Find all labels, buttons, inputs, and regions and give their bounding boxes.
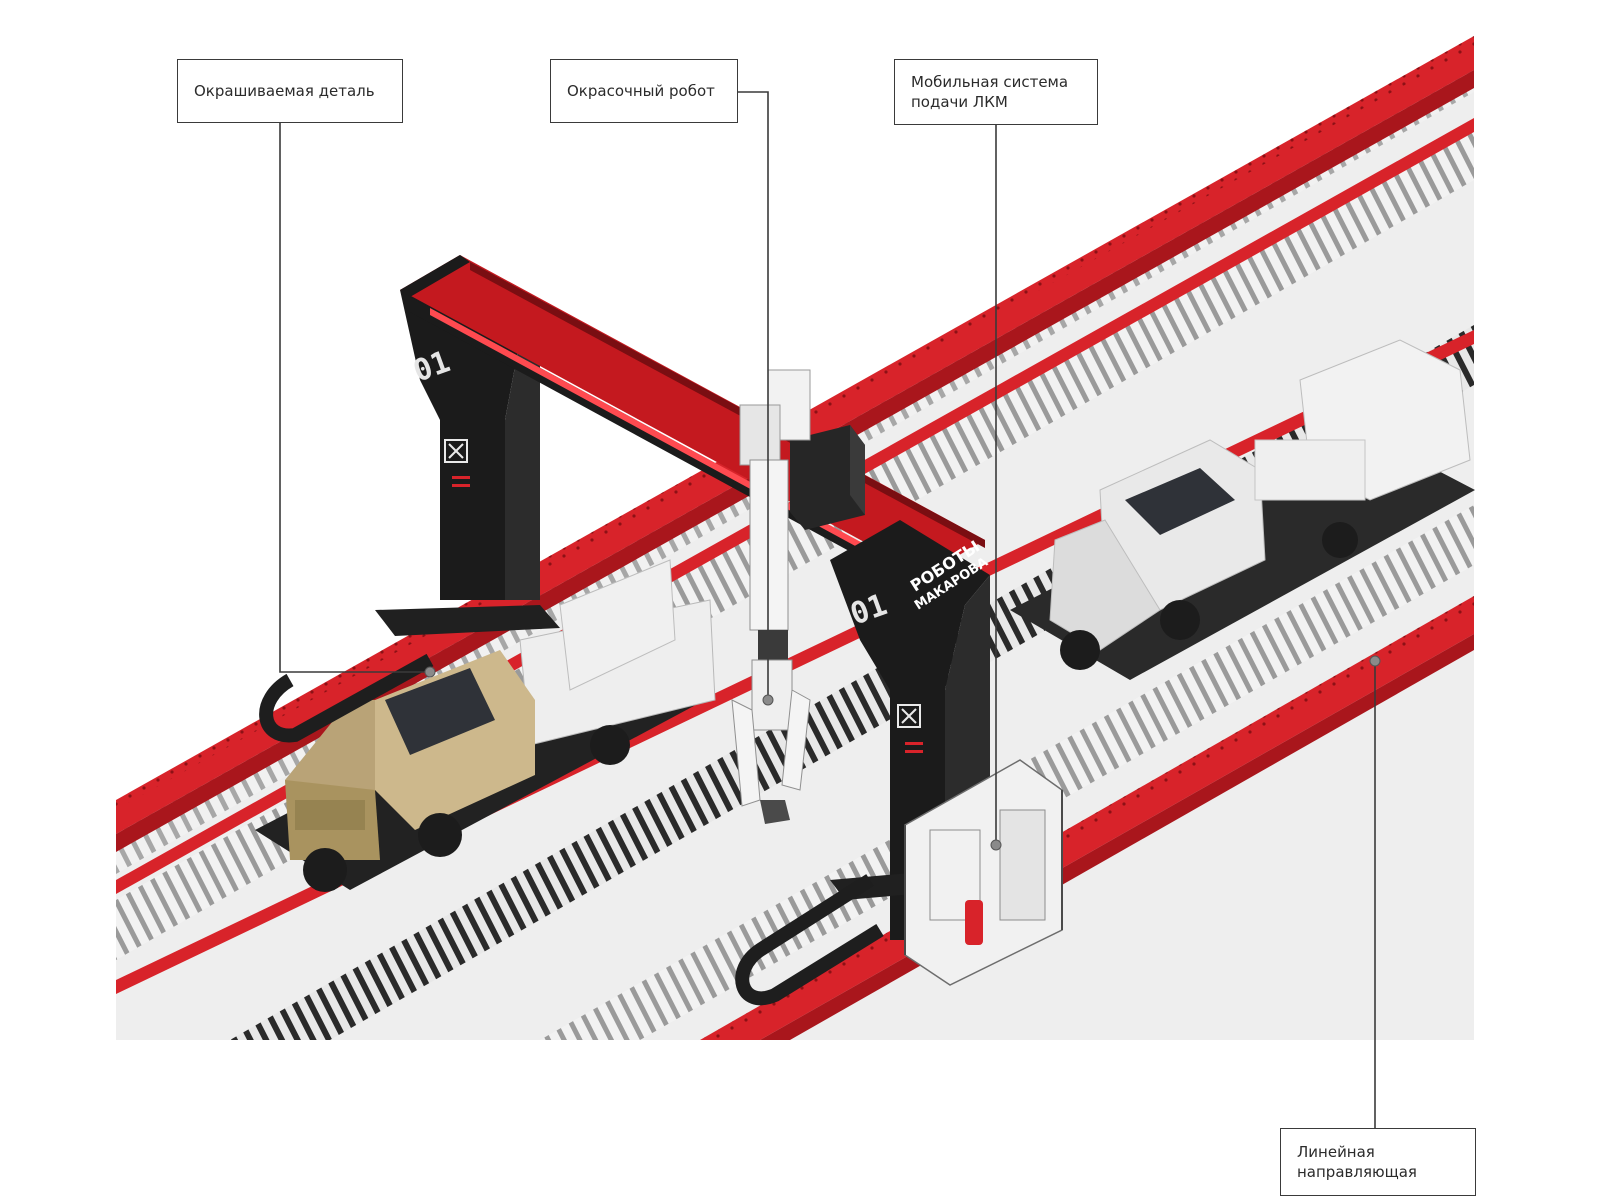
callout-linear-rail-line1: Линейная (1297, 1143, 1375, 1161)
leader-lines (279, 91, 1376, 1128)
callout-painted-part: Окрашиваемая деталь (177, 59, 403, 123)
gantry-carriage (790, 425, 865, 530)
callout-linear-rail: Линейная направляющая (1280, 1128, 1476, 1196)
callout-painting-robot: Окрасочный робот (550, 59, 738, 123)
cable-carrier-left (259, 653, 434, 743)
paint-supply-system (904, 759, 1063, 986)
callout-painting-robot-text: Окрасочный робот (567, 82, 715, 100)
leader-dots (424, 655, 1381, 851)
white-truck (1010, 339, 1475, 680)
painted-part-truck (255, 559, 716, 892)
callout-paint-supply: Мобильная система подачи ЛКМ (894, 59, 1098, 125)
callout-painted-part-text: Окрашиваемая деталь (194, 82, 375, 100)
callout-paint-supply-line1: Мобильная система (911, 73, 1069, 91)
callout-linear-rail-line2: направляющая (1297, 1163, 1417, 1181)
painting-robot-arm (731, 369, 811, 824)
cable-carrier-right (735, 874, 884, 1006)
callout-paint-supply-line2: подачи ЛКМ (911, 93, 1008, 111)
